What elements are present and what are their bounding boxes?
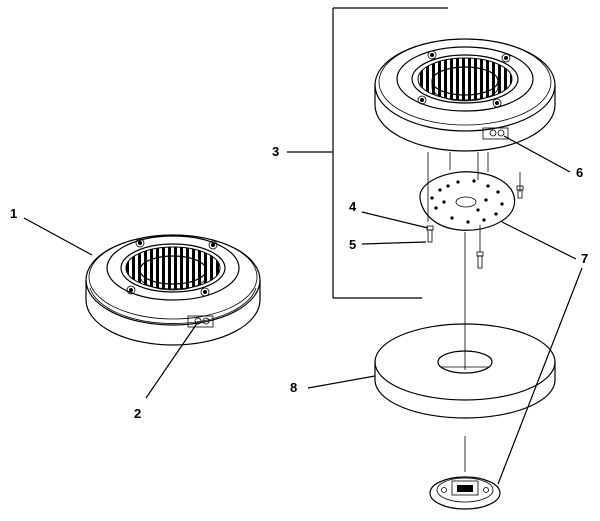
callout-3: 3 [272,144,279,159]
group-bracket [332,7,448,299]
assembly-upper-housing [374,38,556,152]
leader-lines [23,135,583,485]
assembly-bearing-unit [85,234,261,346]
callout-8: 8 [290,380,297,395]
base-connector [429,476,501,510]
sensor-board [419,152,524,269]
callout-2: 2 [134,406,141,421]
callout-6: 6 [576,165,583,180]
callout-labels: 1 2 3 4 5 6 7 8 [10,144,588,421]
callout-4: 4 [349,199,357,214]
callout-7: 7 [581,251,588,266]
callout-5: 5 [349,237,356,252]
callout-1: 1 [10,206,17,221]
cover-disc [374,323,556,419]
